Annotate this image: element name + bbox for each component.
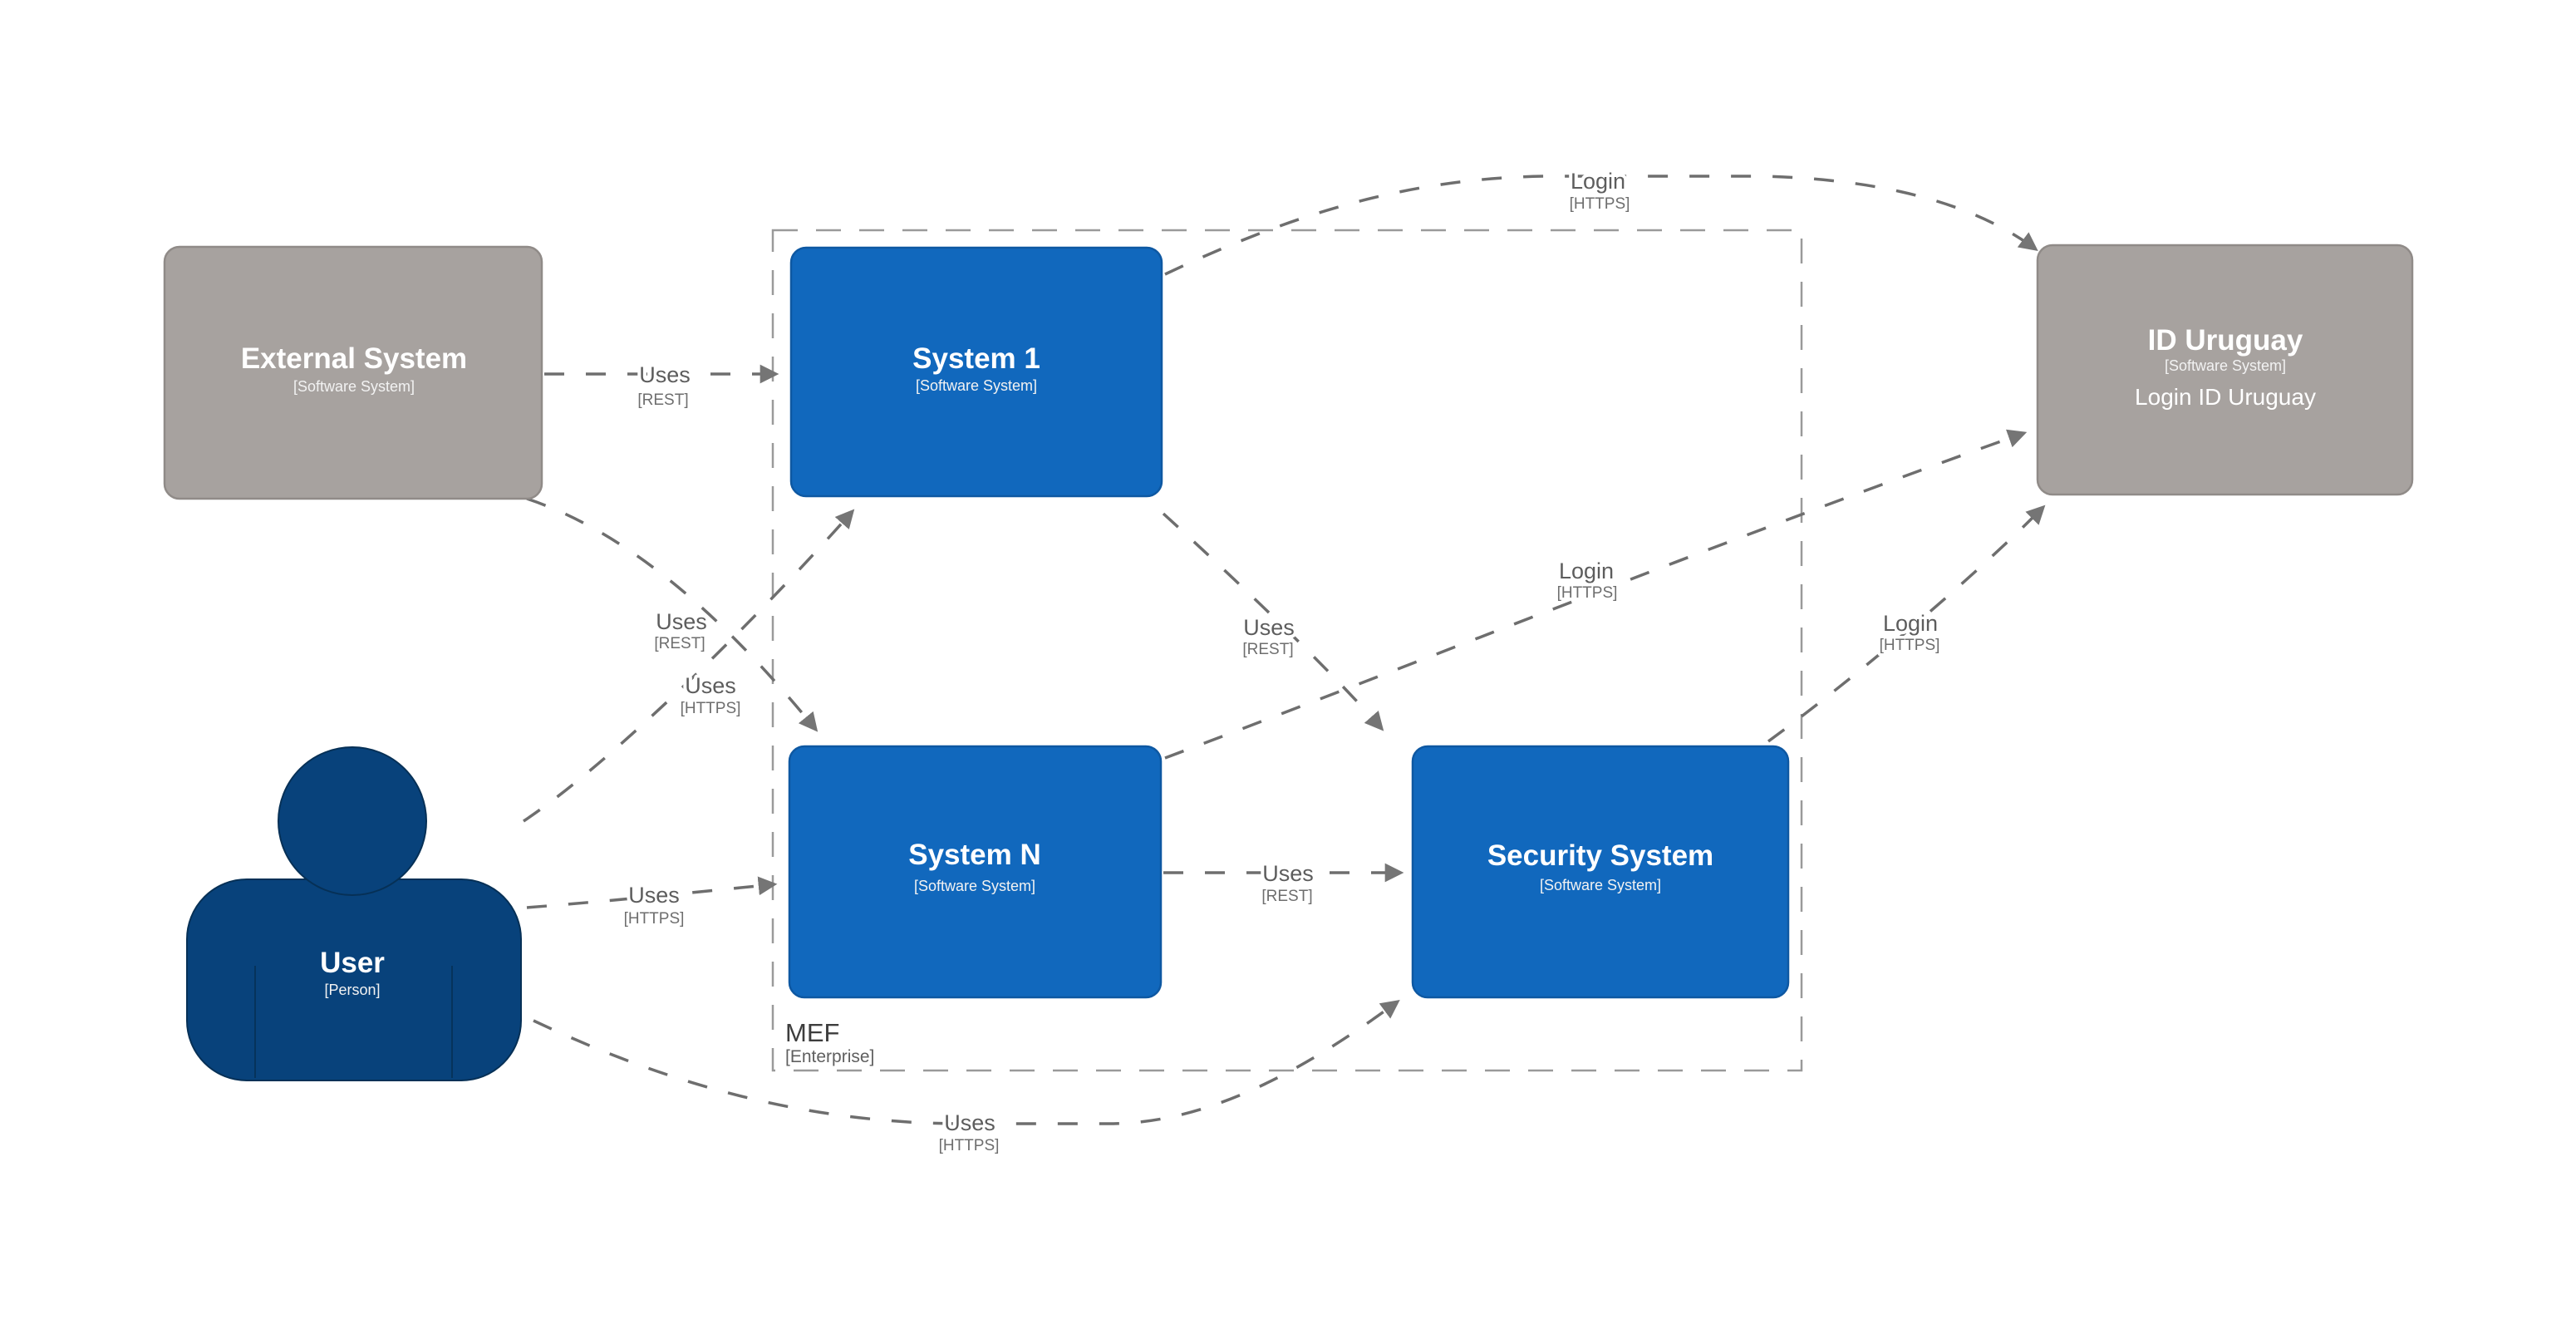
- edge-user-to-system1: [523, 509, 855, 823]
- iduruguay-title: ID Uruguay: [2148, 324, 2303, 357]
- edge-external-to-systemN-tech: [REST]: [654, 635, 705, 652]
- edge-system1-to-security-tech: [REST]: [1242, 641, 1293, 658]
- systemN-meta: [Software System]: [914, 878, 1035, 894]
- system1-node: System 1 [Software System]: [789, 246, 1163, 498]
- user-body: [186, 879, 522, 1081]
- edge-system1-to-security-label: Uses: [1243, 615, 1295, 640]
- boundary-name: MEF: [785, 1018, 839, 1047]
- edge-system1-to-iduruguay: [1164, 175, 2038, 276]
- edge-user-to-security: [533, 999, 1400, 1125]
- edge-system1-to-security: [1162, 512, 1384, 731]
- edge-external-to-systemN: [526, 497, 819, 732]
- edge-external-to-system1-label: Uses: [639, 362, 691, 387]
- edge-user-to-security-label: Uses: [944, 1110, 995, 1135]
- edge-user-to-systemN-label: Uses: [628, 883, 680, 908]
- system1-box: [789, 246, 1163, 498]
- edge-system1-to-iduruguay-tech: [HTTPS]: [1570, 195, 1630, 213]
- edge-user-to-systemN: [526, 876, 778, 909]
- user-meta: [Person]: [324, 982, 380, 998]
- systemN-box: [788, 745, 1163, 999]
- edge-systemN-to-security-label: Uses: [1262, 861, 1314, 886]
- edge-user-to-security-tech: [HTTPS]: [939, 1137, 1000, 1154]
- iduruguay-meta: [Software System]: [2165, 357, 2286, 374]
- external-system-title: External System: [241, 342, 467, 375]
- security-system-box: [1411, 745, 1790, 999]
- user-title: User: [320, 947, 385, 979]
- systemN-node: System N [Software System]: [788, 745, 1163, 999]
- boundary-meta: [Enterprise]: [785, 1047, 874, 1066]
- external-system-box: [163, 245, 543, 500]
- security-system-title: Security System: [1487, 839, 1713, 872]
- security-system-meta: [Software System]: [1540, 877, 1661, 893]
- edge-system1-to-iduruguay-label: Login: [1571, 169, 1625, 194]
- edge-user-to-systemN-tech: [HTTPS]: [624, 910, 685, 928]
- edge-systemN-to-iduruguay-tech: [HTTPS]: [1557, 584, 1618, 602]
- external-system-meta: [Software System]: [293, 378, 415, 395]
- security-system-node: Security System [Software System]: [1411, 745, 1790, 999]
- edge-external-to-system1-tech: [REST]: [637, 391, 688, 409]
- edge-systemN-to-iduruguay-label: Login: [1559, 559, 1614, 583]
- edge-user-to-system1-tech: [HTTPS]: [681, 700, 741, 717]
- systemN-title: System N: [908, 839, 1041, 871]
- iduruguay-node: ID Uruguay [Software System] Login ID Ur…: [2036, 244, 2414, 496]
- edge-security-to-iduruguay: [1767, 504, 2046, 743]
- user-node: User [Person]: [186, 746, 522, 1081]
- system1-title: System 1: [912, 342, 1040, 375]
- edge-systemN-to-security-tech: [REST]: [1261, 888, 1312, 905]
- external-system-node: External System [Software System]: [163, 245, 543, 500]
- enterprise-boundary: [771, 229, 1803, 1072]
- edge-security-to-iduruguay-label: Login: [1883, 611, 1938, 636]
- edge-security-to-iduruguay-tech: [HTTPS]: [1880, 637, 1940, 654]
- system1-meta: [Software System]: [916, 377, 1037, 394]
- iduruguay-box: [2036, 244, 2414, 496]
- edge-external-to-systemN-label: Uses: [656, 609, 707, 634]
- iduruguay-description: Login ID Uruguay: [2135, 384, 2316, 410]
- edge-user-to-system1-label: Uses: [685, 673, 736, 698]
- user-head: [278, 746, 427, 896]
